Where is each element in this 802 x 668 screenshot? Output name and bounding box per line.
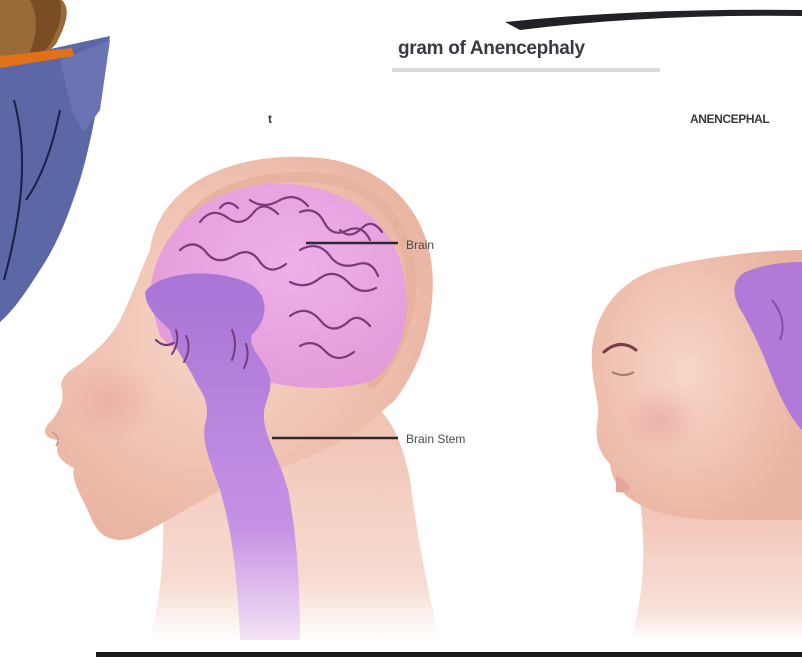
normal-cheek — [64, 360, 156, 440]
anencephaly-head-figure — [592, 250, 802, 640]
brain-stem-callout-label: Brain Stem — [406, 432, 465, 446]
diagram-title: gram of Anencephaly — [398, 38, 585, 60]
anencephaly-cheek — [620, 386, 700, 454]
anencephaly-panel-label: ANENCEPHAL — [690, 112, 769, 126]
title-underline — [392, 68, 660, 72]
brain-callout-label: Brain — [406, 238, 434, 252]
bottom-frame-line — [96, 652, 802, 657]
normal-head-figure — [45, 157, 440, 640]
normal-panel-label: t — [268, 112, 272, 126]
